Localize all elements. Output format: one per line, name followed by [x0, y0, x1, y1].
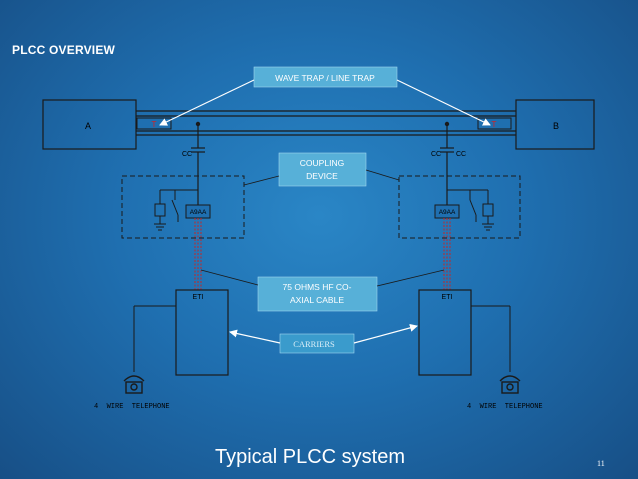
coaxial-cable-right [443, 218, 451, 290]
callout-coupling-line2: DEVICE [306, 171, 338, 181]
eti-label-right: ETI [442, 294, 453, 301]
arrow-carriers-left [229, 329, 281, 344]
callout-coaxial-cable [257, 276, 378, 312]
connector-cable-right [376, 269, 445, 287]
matching-unit-right-label: A9AA [439, 209, 456, 216]
telephone-wiring-right [471, 305, 511, 372]
substation-b-label: B [553, 121, 559, 131]
slide-title: PLCC OVERVIEW [12, 43, 116, 57]
callout-cable-line2: AXIAL CABLE [290, 295, 344, 305]
coupling-capacitor-left [191, 124, 205, 206]
coupling-device-enclosure-right [398, 175, 521, 239]
callout-wave-trap-text: WAVE TRAP / LINE TRAP [275, 73, 375, 83]
matching-unit-left-label: A9AA [190, 209, 207, 216]
callout-cable-line1: 75 OHMS HF CO- [283, 282, 352, 292]
line-trap-right [477, 117, 512, 130]
carrier-equipment-right [418, 289, 472, 376]
substation-a-label: A [85, 121, 91, 131]
arrow-carriers-right [353, 323, 418, 344]
connector-coupling-left [243, 175, 280, 186]
earth-switch-right [447, 189, 494, 231]
arrow-wave-trap-left [159, 79, 255, 126]
connector-coupling-right [365, 169, 400, 181]
coaxial-cable-left [194, 218, 202, 290]
telephone-icon-left [123, 375, 145, 394]
substation-a-box [42, 99, 137, 150]
line-trap-left [136, 117, 172, 130]
line-trap-right-mark: T [492, 120, 497, 129]
coupling-capacitor-right [440, 124, 454, 205]
callout-coupling-line1: COUPLING [300, 158, 344, 168]
substation-b-box [515, 99, 595, 150]
eti-label-left: ETI [193, 294, 204, 301]
callout-carriers-text: CARRIERS [293, 339, 335, 349]
cc-label-left: CC [182, 151, 192, 158]
slide-number: 11 [597, 459, 605, 468]
line-trap-left-mark: T [152, 120, 157, 129]
connector-cable-left [200, 269, 259, 286]
callout-wave-trap [253, 66, 398, 88]
earth-switch-left [154, 189, 198, 231]
callout-carriers [279, 333, 355, 354]
cc-label-right: CC [431, 151, 441, 158]
carrier-equipment-left [175, 289, 229, 376]
coupling-device-enclosure-left [121, 175, 245, 239]
telephone-icon-right [499, 375, 521, 394]
telephone-label-left: 4 WIRE TELEPHONE [94, 403, 170, 411]
transmission-line [136, 110, 516, 136]
telephone-label-right: 4 WIRE TELEPHONE [467, 403, 543, 411]
cc-label-right-2: CC [456, 151, 466, 158]
callout-coupling-device [278, 152, 367, 187]
arrow-wave-trap-right [396, 79, 491, 126]
slide-caption: Typical PLCC system [214, 446, 406, 468]
telephone-wiring-left [133, 305, 176, 372]
